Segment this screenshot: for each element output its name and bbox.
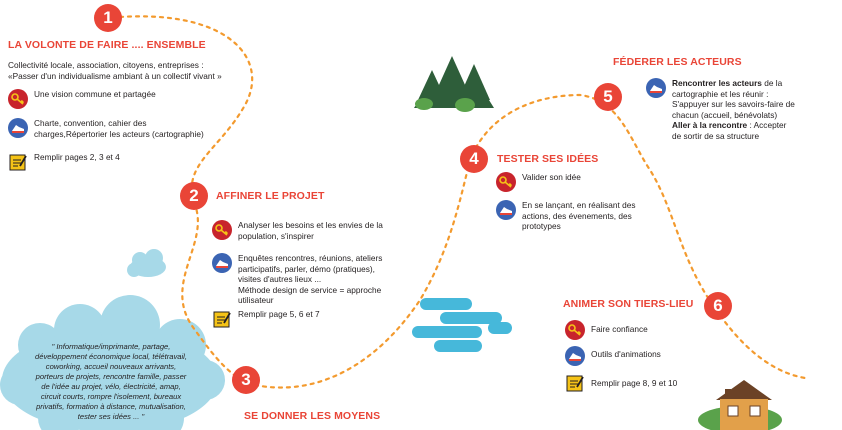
step-2-item-besoins: Analyser les besoins et les envies de la… bbox=[212, 220, 383, 241]
key-icon bbox=[496, 172, 516, 192]
shoe-icon bbox=[496, 200, 516, 220]
house-illustration bbox=[698, 380, 782, 430]
step-3-number: 3 bbox=[232, 366, 260, 394]
key-icon bbox=[212, 220, 232, 240]
cloud-quote: " Informatique/imprimante, partage, déve… bbox=[35, 342, 187, 421]
step-5-number: 5 bbox=[594, 83, 622, 111]
step-6-item-confiance: Faire confiance bbox=[565, 320, 648, 340]
step-1-item-vision: Une vision commune et partagée bbox=[8, 89, 156, 109]
step-2-title: AFFINER LE PROJET bbox=[216, 190, 325, 202]
step-2-item-enquetes: Enquêtes rencontres, réunions, ateliers … bbox=[212, 253, 382, 306]
step-5-bold-1: Rencontrer les acteurs bbox=[672, 78, 762, 88]
step-2-item-remplir: Remplir page 5, 6 et 7 bbox=[212, 309, 320, 329]
step-4-item-valider: Valider son idée bbox=[496, 172, 581, 192]
step-1-intro: Collectivité locale, association, citoye… bbox=[8, 60, 222, 81]
step-6-number: 6 bbox=[704, 292, 732, 320]
step-1-item-remplir: Remplir pages 2, 3 et 4 bbox=[8, 152, 120, 172]
key-icon bbox=[8, 89, 28, 109]
small-cloud-illustration bbox=[127, 249, 166, 277]
water-illustration bbox=[412, 298, 512, 352]
shoe-icon bbox=[646, 78, 666, 98]
journey-path bbox=[118, 15, 807, 389]
notepad-icon bbox=[8, 152, 28, 172]
shoe-icon bbox=[8, 118, 28, 138]
step-1-number: 1 bbox=[94, 4, 122, 32]
step-1-title: LA VOLONTE DE FAIRE .... ENSEMBLE bbox=[8, 39, 206, 51]
shoe-icon bbox=[565, 346, 585, 366]
key-icon bbox=[565, 320, 585, 340]
step-4-title: TESTER SES IDÉES bbox=[497, 153, 599, 165]
step-3-title: SE DONNER LES MOYENS bbox=[244, 410, 381, 422]
step-6-title: ANIMER SON TIERS-LIEU bbox=[563, 298, 694, 310]
step-5-bold-2: Aller à la rencontre bbox=[672, 120, 748, 131]
step-2-number: 2 bbox=[180, 182, 208, 210]
notepad-icon bbox=[212, 309, 232, 329]
step-4-number: 4 bbox=[460, 145, 488, 173]
step-6-item-remplir: Remplir page 8, 9 et 10 bbox=[565, 373, 677, 393]
trees-illustration bbox=[414, 56, 494, 112]
step-6-item-outils: Outils d'animations bbox=[565, 346, 661, 366]
notepad-icon bbox=[565, 373, 585, 393]
cloud-illustration bbox=[0, 295, 225, 430]
shoe-icon bbox=[212, 253, 232, 273]
step-5-title: FÉDERER LES ACTEURS bbox=[613, 56, 742, 68]
step-5-item-rencontrer: Rencontrer les acteurs de la cartographi… bbox=[646, 78, 795, 142]
